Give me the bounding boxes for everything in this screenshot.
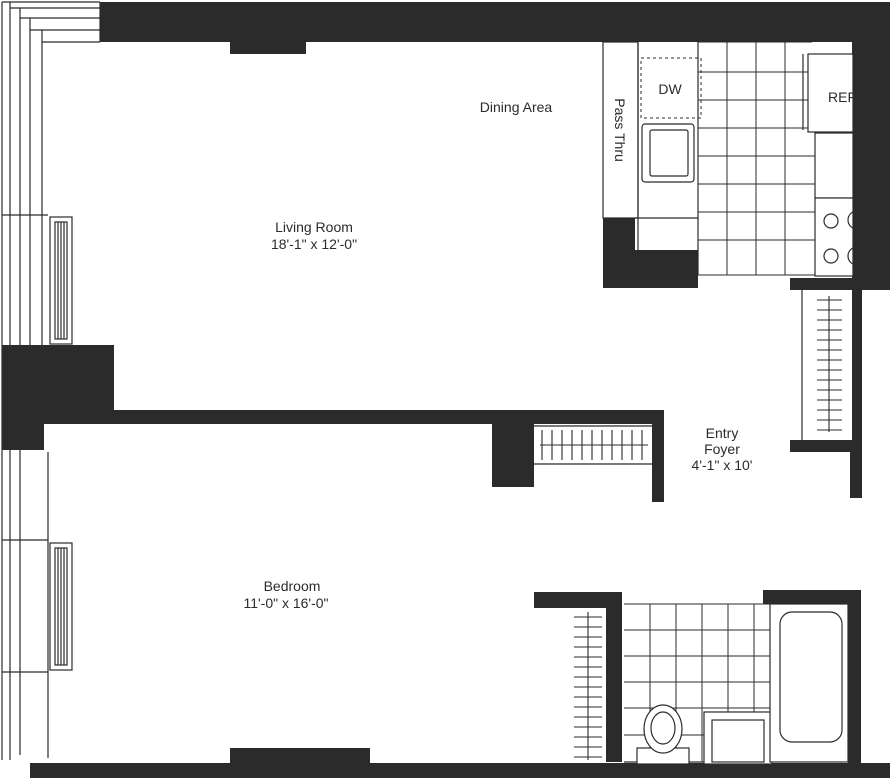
bedroom-dimensions: 11'-0" x 16'-0"	[243, 595, 328, 611]
entry-foyer-label-line2: Foyer	[704, 441, 740, 457]
bedroom-label: Bedroom	[264, 578, 321, 594]
bathtub	[769, 603, 849, 763]
dining-area-label: Dining Area	[480, 99, 553, 115]
entry-foyer-dimensions: 4'-1" x 10'	[692, 457, 753, 473]
hall-closet	[534, 425, 652, 465]
range-stove	[814, 197, 867, 277]
pass-thru-counter	[602, 41, 639, 219]
radiator-bedroom	[49, 542, 73, 671]
bedroom-closet	[574, 612, 602, 760]
kitchen-counter	[814, 132, 854, 199]
kitchen	[602, 41, 867, 277]
labels: Dining Area Living Room 18'-1" x 12'-0" …	[243, 81, 856, 611]
bathroom-sink	[703, 711, 773, 765]
kitchen-floor-tiles	[698, 41, 815, 276]
dishwasher	[640, 57, 702, 119]
kitchen-sink	[641, 123, 695, 183]
living-room-label: Living Room	[275, 219, 353, 235]
refrigerator-label: REF	[828, 89, 856, 105]
radiator-living-room	[49, 216, 73, 345]
refrigerator	[802, 53, 854, 133]
bathroom	[624, 603, 849, 765]
living-room-dimensions: 18'-1" x 12'-0"	[271, 236, 357, 252]
entry-foyer-label-line1: Entry	[706, 425, 739, 441]
toilet	[636, 704, 690, 765]
pass-thru-label: Pass Thru	[612, 98, 628, 162]
foyer-closet	[801, 290, 842, 440]
dishwasher-label: DW	[658, 81, 682, 97]
